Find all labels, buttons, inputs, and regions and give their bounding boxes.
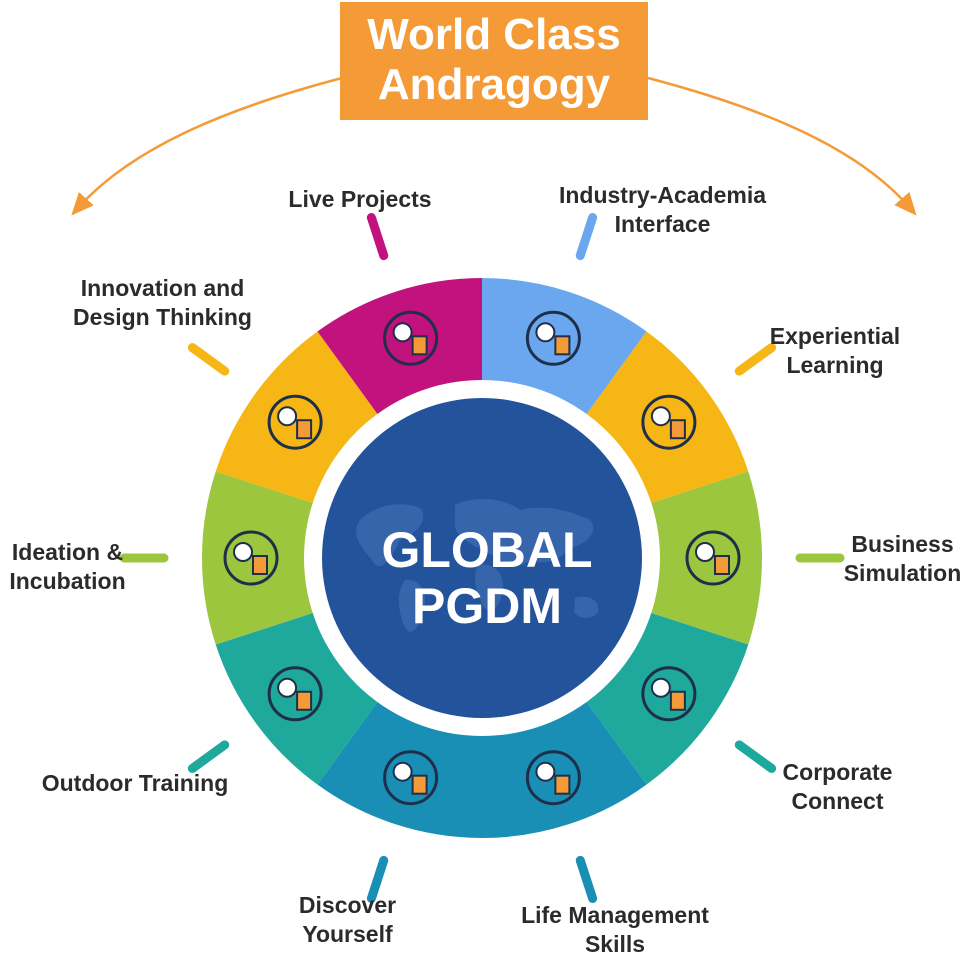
presentation-icon (267, 666, 323, 722)
center-line-2: PGDM (412, 578, 562, 634)
label-live-projects: Live Projects (288, 186, 432, 212)
lightbulb-icon (223, 530, 279, 586)
tick-outdoor-training (187, 740, 230, 773)
analytics-icon (383, 310, 439, 366)
label-outdoor-training: Outdoor Training (41, 770, 229, 796)
tick-industry-academia (575, 213, 598, 261)
segment-icons (223, 310, 741, 806)
ring-ticks (119, 213, 845, 903)
tick-live-projects (366, 213, 389, 261)
head-gear-icon (267, 394, 323, 450)
tick-life-management (575, 855, 598, 903)
tick-experiential-learning (734, 343, 777, 376)
tick-innovation-design (187, 343, 230, 376)
network-icon (641, 666, 697, 722)
title-box: World Class Andragogy (340, 2, 648, 120)
head-profiles-icon (641, 394, 697, 450)
title-line-2: Andragogy (377, 60, 611, 109)
center-line-1: GLOBAL (381, 522, 593, 578)
center-title: GLOBAL PGDM (342, 522, 632, 634)
world-map-icon (356, 498, 599, 632)
teamwork-puzzle-icon (525, 750, 581, 806)
left-arrow-arc (71, 76, 343, 216)
label-ideation-incubation: Ideation &Incubation (9, 539, 126, 594)
right-arrow-arc (647, 76, 917, 216)
book-magnifier-icon (685, 530, 741, 586)
title-line-1: World Class (367, 10, 621, 59)
tick-corporate-connect (734, 740, 777, 773)
magnifier-icon (383, 750, 439, 806)
puzzle-people-icon (525, 310, 581, 366)
tick-discover-yourself (366, 855, 389, 903)
center-disc (322, 398, 642, 718)
